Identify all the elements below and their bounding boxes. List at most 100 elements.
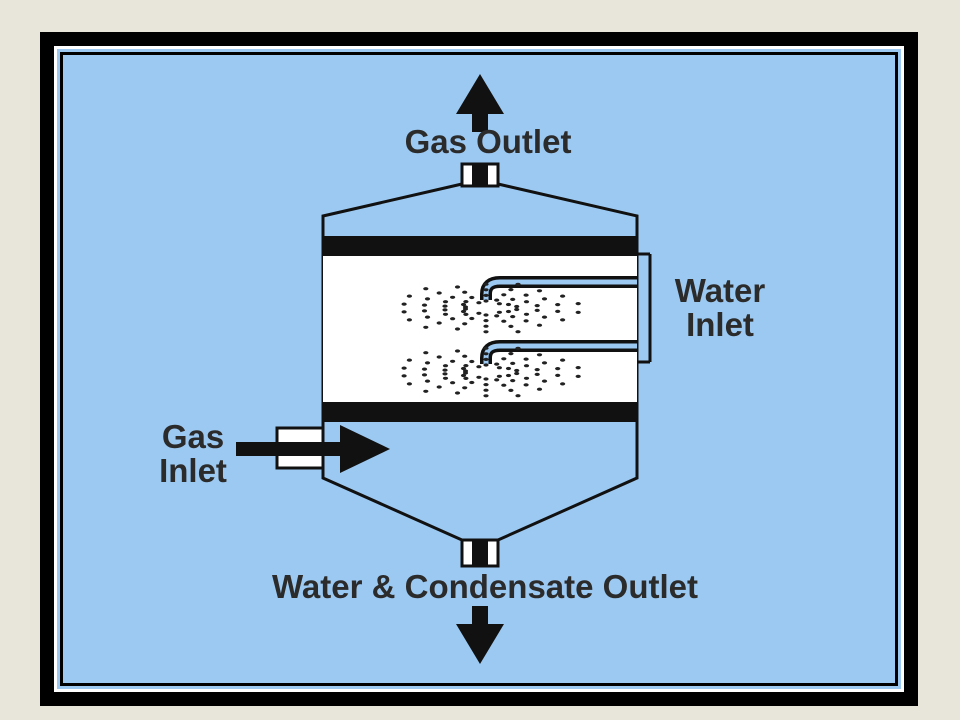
- spray-droplet: [515, 394, 521, 398]
- spray-droplet: [483, 357, 489, 361]
- spray-droplet: [450, 317, 456, 321]
- spray-droplet: [483, 313, 489, 317]
- spray-droplet: [534, 304, 540, 308]
- spray-droplet: [463, 364, 469, 368]
- spray-droplet: [406, 358, 412, 362]
- spray-droplet: [496, 374, 502, 378]
- spray-droplet: [536, 387, 543, 391]
- spray-droplet: [575, 374, 581, 378]
- gas-outlet-label: Gas Outlet: [405, 123, 572, 160]
- spray-droplet: [423, 287, 429, 291]
- spray-droplet: [460, 373, 467, 378]
- spray-droplet: [469, 359, 475, 364]
- spray-droplet: [401, 310, 407, 314]
- spray-droplet: [496, 302, 502, 306]
- spray-droplet: [494, 378, 500, 382]
- spray-droplet: [523, 376, 530, 380]
- spray-droplet: [534, 368, 540, 372]
- spray-droplet: [508, 352, 514, 356]
- spray-droplet: [514, 371, 520, 376]
- spray-droplet: [515, 330, 521, 334]
- spray-droplet: [442, 300, 449, 304]
- spray-droplet: [450, 359, 456, 363]
- bottom-outlet-label: Water & Condensate Outlet: [272, 568, 698, 605]
- spray-droplet: [442, 304, 448, 308]
- spray-droplet: [505, 373, 512, 378]
- spray-droplet: [421, 303, 428, 307]
- spray-droplet: [442, 376, 449, 380]
- spray-droplet: [406, 294, 412, 298]
- spray-droplet: [505, 302, 512, 307]
- spray-droplet: [575, 366, 581, 370]
- spray-droplet: [454, 327, 461, 331]
- spray-droplet: [462, 307, 469, 311]
- spray-droplet: [476, 365, 482, 369]
- spray-droplet: [483, 330, 489, 334]
- spray-droplet: [523, 300, 530, 304]
- spray-droplet: [575, 302, 581, 306]
- top-nozzle: [460, 162, 500, 188]
- spray-droplet: [505, 309, 512, 314]
- spray-droplet: [483, 282, 489, 286]
- spray-droplet: [483, 324, 489, 328]
- spray-droplet: [406, 382, 412, 386]
- spray-droplet: [510, 361, 516, 365]
- spray-droplet: [421, 373, 428, 377]
- spray-droplet: [454, 391, 461, 395]
- spray-droplet: [575, 310, 581, 314]
- spray-droplet: [442, 368, 448, 372]
- spray-droplet: [463, 376, 469, 380]
- spray-droplet: [483, 377, 489, 381]
- spray-droplet: [555, 373, 561, 377]
- spray-droplet: [510, 297, 516, 301]
- spray-droplet: [469, 295, 475, 300]
- gas-inlet-label-line2: Inlet: [159, 452, 227, 489]
- spray-droplet: [476, 311, 482, 315]
- spray-droplet: [536, 323, 543, 327]
- spray-droplet: [541, 361, 548, 365]
- spray-droplet: [483, 299, 489, 303]
- spray-droplet: [494, 314, 500, 318]
- spray-droplet: [523, 293, 529, 297]
- spray-droplet: [514, 307, 520, 312]
- spray-droplet: [483, 352, 489, 356]
- spray-droplet: [523, 319, 529, 323]
- spray-droplet: [436, 385, 442, 389]
- spray-droplet: [483, 394, 489, 398]
- spray-droplet: [534, 372, 540, 376]
- spray-droplet: [423, 389, 429, 393]
- spray-droplet: [523, 364, 530, 368]
- spray-droplet: [501, 293, 507, 297]
- spray-droplet: [423, 351, 429, 355]
- water-inlet-label-line2: Inlet: [686, 306, 754, 343]
- spray-droplet: [560, 294, 566, 298]
- spray-droplet: [560, 318, 566, 322]
- spray-chamber: [323, 236, 637, 422]
- spray-droplet: [515, 346, 521, 350]
- spray-droplet: [541, 379, 548, 383]
- spray-droplet: [460, 309, 467, 314]
- spray-droplet: [462, 290, 468, 294]
- spray-droplet: [505, 366, 512, 371]
- spray-droplet: [514, 368, 520, 373]
- spray-droplet: [469, 380, 475, 385]
- spray-droplet: [515, 282, 521, 286]
- spray-droplet: [424, 361, 431, 365]
- spray-droplet: [514, 304, 520, 309]
- spray-droplet: [483, 363, 489, 367]
- spray-droplets: [401, 282, 581, 398]
- spray-droplet: [510, 379, 516, 383]
- spray-droplet: [462, 386, 468, 390]
- spray-droplet: [523, 357, 529, 361]
- spray-droplet: [421, 309, 428, 313]
- spray-droplet: [541, 315, 548, 319]
- spray-droplet: [494, 362, 500, 366]
- spray-droplet: [442, 312, 449, 316]
- spray-droplet: [436, 355, 442, 359]
- spray-droplet: [536, 289, 543, 293]
- spray-droplet: [442, 364, 449, 368]
- spray-droplet: [555, 367, 561, 371]
- spray-droplet: [469, 316, 475, 321]
- spray-droplet: [560, 358, 566, 362]
- spray-droplet: [483, 388, 489, 392]
